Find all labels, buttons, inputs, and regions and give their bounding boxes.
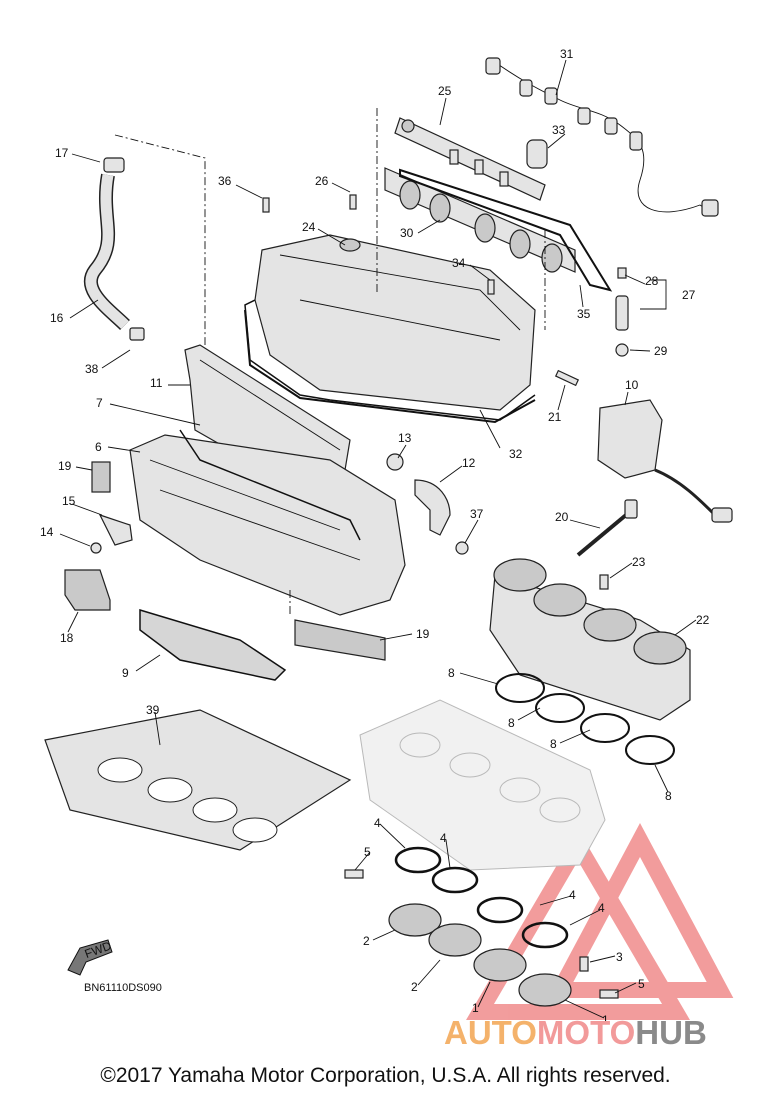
- callout-21: 21: [548, 410, 562, 424]
- callout-3: 3: [616, 950, 623, 964]
- copyright-notice: ©2017 Yamaha Motor Corporation, U.S.A. A…: [100, 1064, 671, 1087]
- callout-33: 33: [552, 123, 566, 137]
- callout-32: 32: [509, 447, 523, 461]
- callout-1b: 1: [602, 1013, 609, 1027]
- callout-37: 37: [470, 507, 484, 521]
- callout-5a: 5: [364, 845, 371, 859]
- callout-4c: 4: [569, 888, 576, 902]
- callout-10: 10: [625, 378, 639, 392]
- callout-25: 25: [438, 84, 452, 98]
- callout-2a: 2: [363, 934, 370, 948]
- heat-shield: [44, 709, 352, 851]
- callout-19b: 19: [416, 627, 430, 641]
- callout-4a: 4: [374, 816, 381, 830]
- intake-joints: [388, 903, 572, 1007]
- watermark-part-1: AUTO: [444, 1014, 537, 1051]
- wiring-harness: [485, 57, 719, 217]
- sponge-19b: [294, 619, 386, 661]
- breather-hose: [83, 157, 145, 341]
- callout-23: 23: [632, 555, 646, 569]
- leader-lines: [59, 59, 697, 1019]
- bolt-23: [599, 574, 609, 590]
- callout-labels: 31 25 33 17 36 26 24 30 34 28 27 16 35 2…: [40, 47, 710, 1027]
- callout-30: 30: [400, 226, 414, 240]
- sensor-20: [576, 499, 638, 557]
- callout-16: 16: [50, 311, 64, 325]
- bolt-5b: [599, 989, 619, 999]
- valve-unit: [554, 369, 733, 523]
- air-filter-case: [129, 429, 406, 616]
- engine-reference: [359, 699, 606, 871]
- callout-4b: 4: [440, 831, 447, 845]
- watermark-text: AUTOMOTOHUB: [444, 1014, 707, 1052]
- joint-12: [386, 453, 469, 555]
- callout-14: 14: [40, 525, 54, 539]
- callout-29: 29: [654, 344, 668, 358]
- throttle-body: [489, 558, 691, 721]
- gasket-32: [244, 309, 536, 424]
- callout-2b: 2: [411, 980, 418, 994]
- callout-22: 22: [696, 613, 710, 627]
- watermark-part-2: MOTO: [536, 1014, 636, 1051]
- callout-26: 26: [315, 174, 329, 188]
- callout-8d: 8: [665, 789, 672, 803]
- callout-15: 15: [62, 494, 76, 508]
- callout-19a: 19: [58, 459, 72, 473]
- callout-8a: 8: [448, 666, 455, 680]
- bracket-15: [90, 513, 133, 554]
- seal-35: [399, 168, 613, 292]
- dash-line-a: [114, 134, 206, 345]
- callout-8b: 8: [508, 716, 515, 730]
- callout-36: 36: [218, 174, 232, 188]
- callout-7: 7: [96, 396, 103, 410]
- callout-38: 38: [85, 362, 99, 376]
- callout-5b: 5: [638, 977, 645, 991]
- callout-1a: 1: [472, 1001, 479, 1015]
- injector-parts: [615, 267, 629, 357]
- callout-12: 12: [462, 456, 476, 470]
- drawing-code: BN61110DS090: [84, 982, 162, 994]
- callout-27: 27: [682, 288, 696, 302]
- callout-39: 39: [146, 703, 160, 717]
- callout-35: 35: [577, 307, 591, 321]
- callout-28: 28: [645, 274, 659, 288]
- callout-8c: 8: [550, 737, 557, 751]
- callout-4d: 4: [598, 901, 605, 915]
- fwd-arrow-icon: [67, 939, 113, 976]
- callout-18: 18: [60, 631, 74, 645]
- callout-20: 20: [555, 510, 569, 524]
- o-rings-8: [495, 673, 675, 765]
- part-33: [526, 139, 548, 169]
- callout-13: 13: [398, 431, 412, 445]
- sponge-19a: [91, 461, 111, 493]
- callout-17: 17: [55, 146, 69, 160]
- callout-34: 34: [452, 256, 466, 270]
- callout-11: 11: [150, 376, 163, 390]
- bolt-5a: [344, 869, 364, 879]
- secondary-injector-base: [384, 167, 576, 273]
- air-filter-case-cover: [244, 234, 536, 421]
- watermark-logo: [466, 823, 734, 1020]
- air-filter-element: [139, 608, 287, 681]
- callout-9: 9: [122, 666, 129, 680]
- fuel-rail: [394, 117, 546, 201]
- bolts-top: [262, 194, 495, 295]
- bolt-3: [579, 956, 589, 972]
- callout-24: 24: [302, 220, 316, 234]
- block-18: [64, 569, 111, 611]
- hose-clamps-4: [394, 846, 569, 949]
- callout-6: 6: [95, 440, 102, 454]
- callout-31: 31: [560, 47, 574, 61]
- watermark-part-3: HUB: [635, 1014, 707, 1051]
